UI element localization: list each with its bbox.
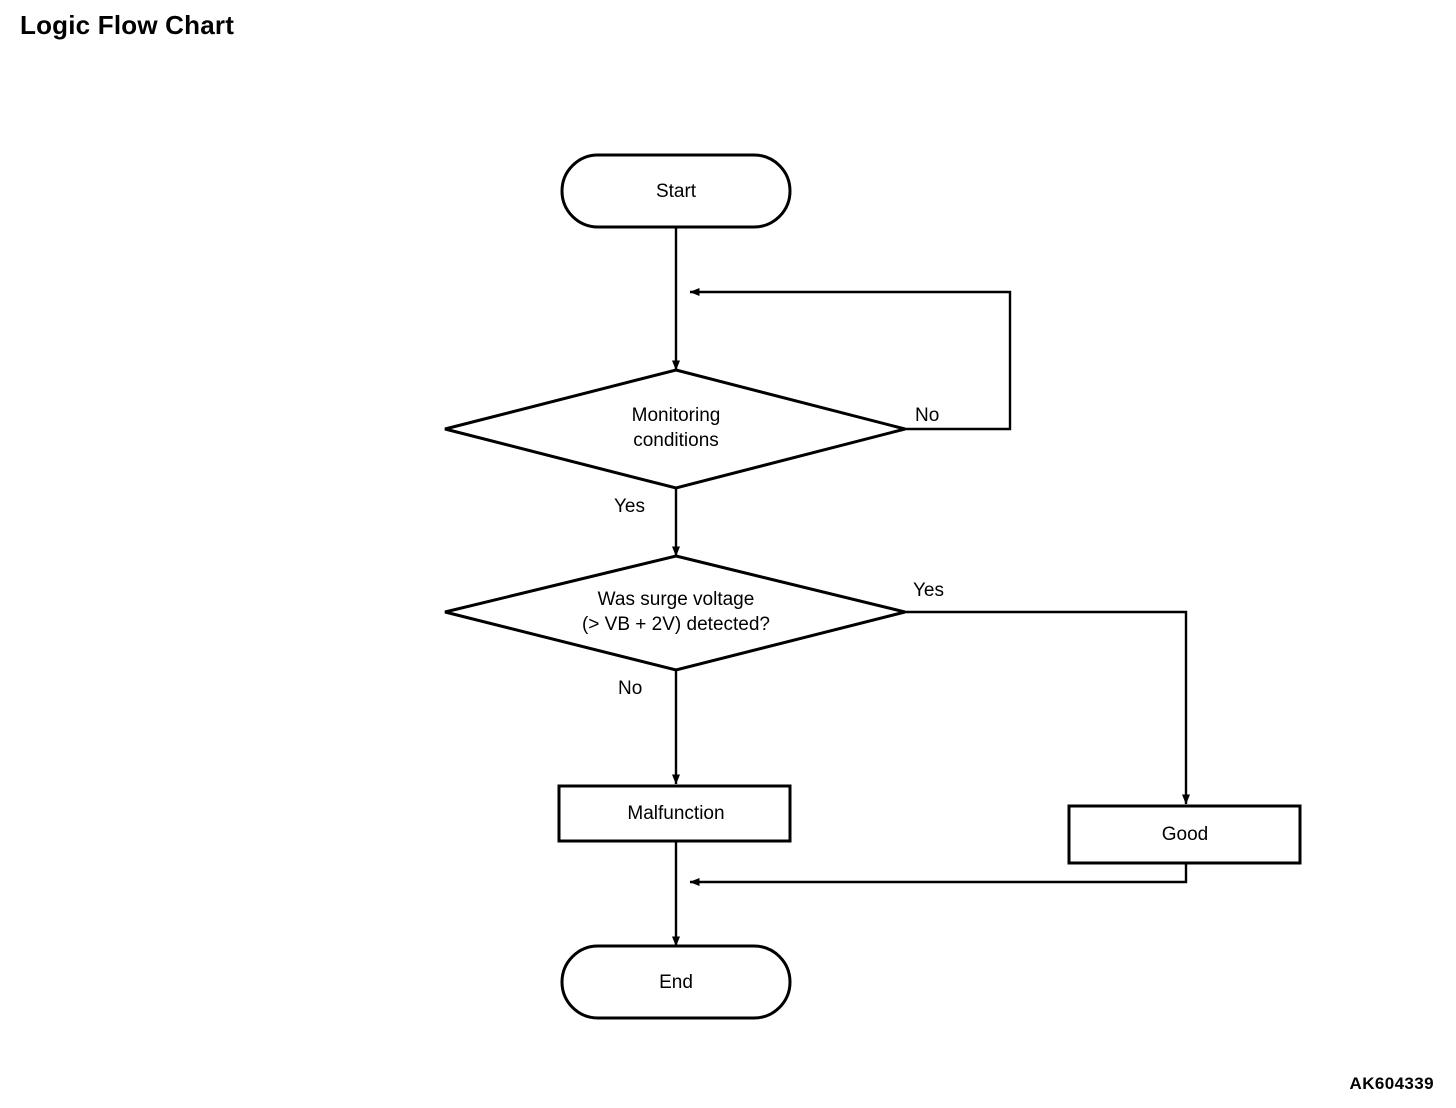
node-good[interactable]: Good	[1067, 804, 1302, 865]
node-monitoring-conditions[interactable]: Monitoring conditions	[444, 368, 906, 490]
edge-label-surge-yes: Yes	[913, 580, 944, 601]
edge-labels-layer: No Yes Yes No	[614, 405, 944, 699]
node-good-label: Good	[1162, 824, 1208, 845]
connectors-layer	[672, 227, 1190, 947]
edge-label-surge-no: No	[618, 678, 642, 699]
node-surge-voltage-label-line1: Was surge voltage	[598, 589, 755, 610]
node-end-label: End	[659, 972, 693, 993]
edge-surge-yes-to-good	[905, 610, 1190, 805]
figure-code: AK604339	[1349, 1074, 1434, 1093]
edge-label-monitoring-no: No	[915, 405, 939, 426]
edge-label-monitoring-yes: Yes	[614, 496, 645, 517]
node-malfunction-shape	[557, 784, 792, 843]
node-end[interactable]: End	[560, 944, 792, 1020]
edge-good-to-end-merge	[689, 863, 1188, 886]
edge-monitoring-no-loop	[689, 288, 1012, 431]
page-title: Logic Flow Chart	[20, 10, 235, 40]
node-start-shape	[560, 153, 792, 229]
node-malfunction-label: Malfunction	[627, 803, 724, 824]
node-start[interactable]: Start	[560, 153, 792, 229]
nodes-layer: Start Monitoring conditions Was surge vo…	[444, 153, 1302, 1020]
node-good-shape	[1067, 804, 1302, 865]
node-surge-voltage-shape	[444, 554, 906, 672]
node-surge-voltage-label-line2: (> VB + 2V) detected?	[582, 614, 770, 635]
node-surge-voltage[interactable]: Was surge voltage (> VB + 2V) detected?	[444, 554, 906, 672]
node-start-label: Start	[656, 181, 697, 202]
node-malfunction[interactable]: Malfunction	[557, 784, 792, 843]
node-end-shape	[560, 944, 792, 1020]
node-monitoring-conditions-shape	[444, 368, 906, 490]
node-monitoring-conditions-label-line1: Monitoring	[632, 405, 721, 426]
node-monitoring-conditions-label-line2: conditions	[633, 430, 719, 451]
